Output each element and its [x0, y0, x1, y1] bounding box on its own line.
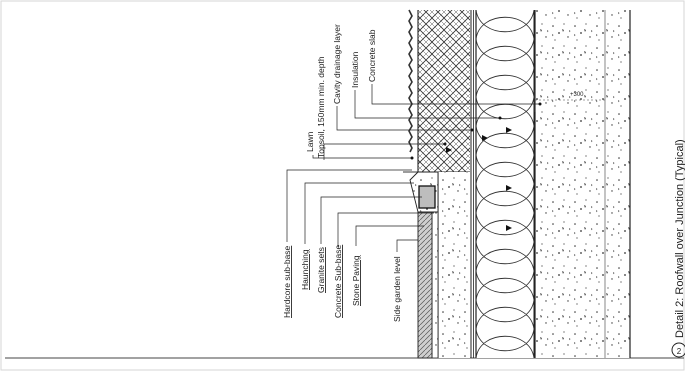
cavity-drainage-layer [470, 10, 474, 358]
label-side-garden-level: Side garden level [392, 256, 402, 322]
drawing-caption: 2 Detail 2: Roofwall over Junction (Typi… [671, 139, 685, 358]
dimension-marker: +300 [534, 90, 605, 112]
concrete-slab-layer [535, 10, 630, 358]
label-cavity-drainage: Cavity drainage layer [332, 24, 342, 104]
insulation-layer [475, 9, 535, 359]
label-topsoil: Topsoil, 150mm min. depth [316, 56, 326, 158]
layer-arrows [446, 127, 512, 231]
label-haunching: Haunching [300, 249, 310, 290]
caption-text: Detail 2: Roofwall over Junction (Typica… [674, 139, 685, 338]
label-concrete-slab: Concrete slab [367, 29, 377, 82]
label-concrete-subbase: Concrete Sub-base [333, 244, 343, 318]
caption-number: 2 [677, 347, 682, 356]
hardcore-subbase-layer [438, 172, 470, 358]
topsoil-layer [418, 10, 470, 172]
stone-paving-strip [417, 211, 433, 359]
label-granite-sets: Granite sets [316, 247, 326, 293]
lawn-edge [408, 9, 413, 153]
label-hardcore-subbase: Hardcore sub-base [282, 245, 292, 318]
lower-leaders [286, 169, 434, 252]
label-insulation: Insulation [350, 51, 360, 88]
upper-leaders [312, 84, 540, 160]
label-stone-paving: Stone Paving [351, 255, 361, 306]
dimension-text: +300 [570, 92, 584, 98]
insulation-loop-pattern [475, 9, 535, 359]
label-lawn: Lawn [305, 131, 315, 152]
concrete-subbase-strip [431, 209, 439, 359]
